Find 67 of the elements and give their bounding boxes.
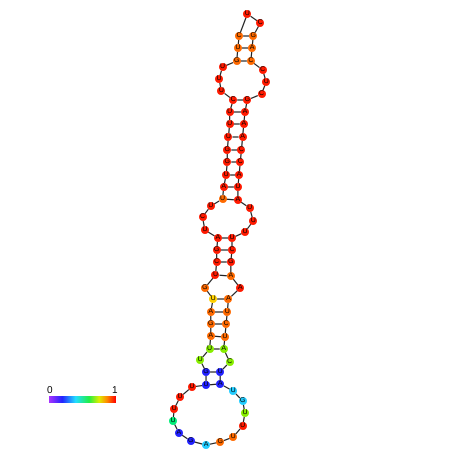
connector-line [215,266,217,272]
connector-line [216,254,218,258]
connector-line [227,302,229,308]
connector-line [210,316,212,320]
connector-line [224,328,226,334]
connector-line [226,154,228,158]
connector-line [220,70,222,76]
connector-line [196,384,202,388]
connector-line [238,166,240,172]
connector-line [210,442,216,445]
connector-line [230,266,232,272]
connector-line [242,416,245,422]
connector-line [252,40,254,44]
connector-line [182,389,190,395]
connector-line [250,52,252,58]
connector-line [226,198,234,200]
connector-line [194,441,202,445]
connector-line [262,86,266,90]
connector-line [254,26,259,33]
connector-line [214,336,221,338]
connector-line [241,140,243,146]
connector-line [210,328,212,332]
connector-line [250,212,253,218]
connector-line [224,92,230,98]
connector-line [235,428,240,434]
connector-line [182,434,188,440]
connector-line [236,52,238,58]
connector-line [240,18,246,32]
connector-line [228,128,230,134]
connector-line [202,352,208,358]
connector-line [224,352,229,359]
connector-line [210,384,216,386]
scale-label: 0 [47,386,53,396]
connector-line [208,232,215,236]
connector-line [235,233,242,237]
connector-line [245,104,248,108]
connector-line [210,302,213,308]
connector-line [238,178,240,184]
connector-line [240,202,247,206]
connector-line [226,166,228,172]
connector-line [244,116,246,120]
scale-label: 1 [112,386,118,396]
connector-line [206,278,214,286]
connector-line [216,242,218,246]
connector-line [220,376,221,380]
connector-line [172,412,174,418]
connector-line [263,74,266,78]
connector-line [224,340,226,346]
connector-line [219,274,227,276]
connector-line [238,40,240,44]
connector-line [226,316,228,320]
connector-line [250,16,258,22]
connector-line [222,190,224,196]
connector-line [230,254,232,258]
connector-line [242,128,244,134]
connector-line [219,82,222,88]
connector-line [226,62,234,66]
connector-line [250,95,258,99]
connector-line [254,62,260,68]
connector-line [242,404,245,410]
connector-line [209,340,211,346]
connector-line [224,178,226,184]
connector-line [202,220,205,226]
connector-line [227,140,229,146]
connector-line [240,154,242,158]
connector-line [223,385,230,390]
connector-line [230,290,238,297]
